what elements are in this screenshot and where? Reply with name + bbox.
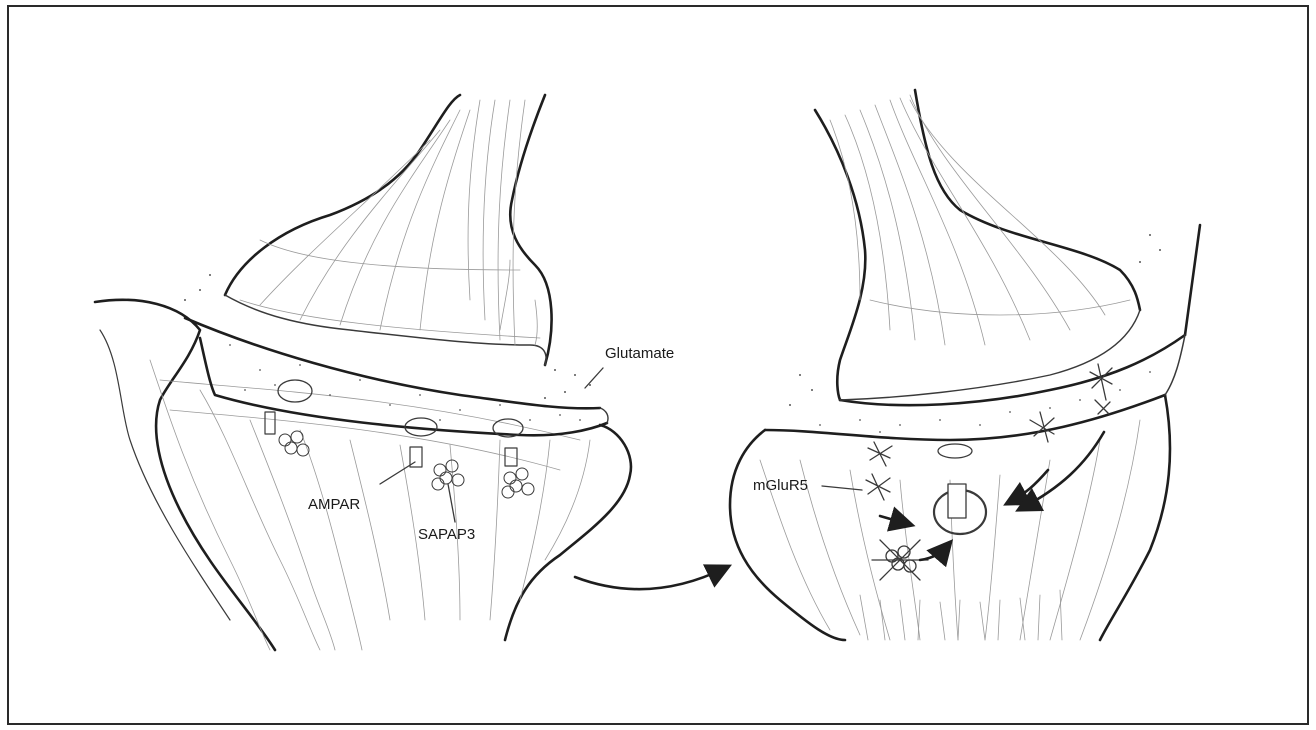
right-synapse: [730, 90, 1200, 640]
ampar-leader: [380, 462, 415, 484]
ampar-label: AMPAR: [308, 496, 360, 513]
right-synaptic-cleft: [765, 225, 1200, 440]
left-glutamate-dots: [184, 274, 591, 399]
glutamate-label: Glutamate: [605, 345, 674, 362]
left-synapse: [95, 95, 631, 650]
right-presynaptic-terminal: [815, 90, 1140, 400]
internalization-arrows: [880, 432, 1104, 560]
mglur5-label: mGluR5: [753, 477, 808, 494]
left-sapap3-clusters: [279, 431, 534, 498]
left-postsynaptic-spine: [95, 300, 631, 650]
transition-arrow: [575, 568, 725, 589]
sapap3-label: SAPAP3: [418, 526, 475, 543]
glutamate-leader: [585, 368, 603, 388]
mglur5-leader: [822, 486, 862, 490]
left-presynaptic-terminal: [225, 95, 552, 365]
